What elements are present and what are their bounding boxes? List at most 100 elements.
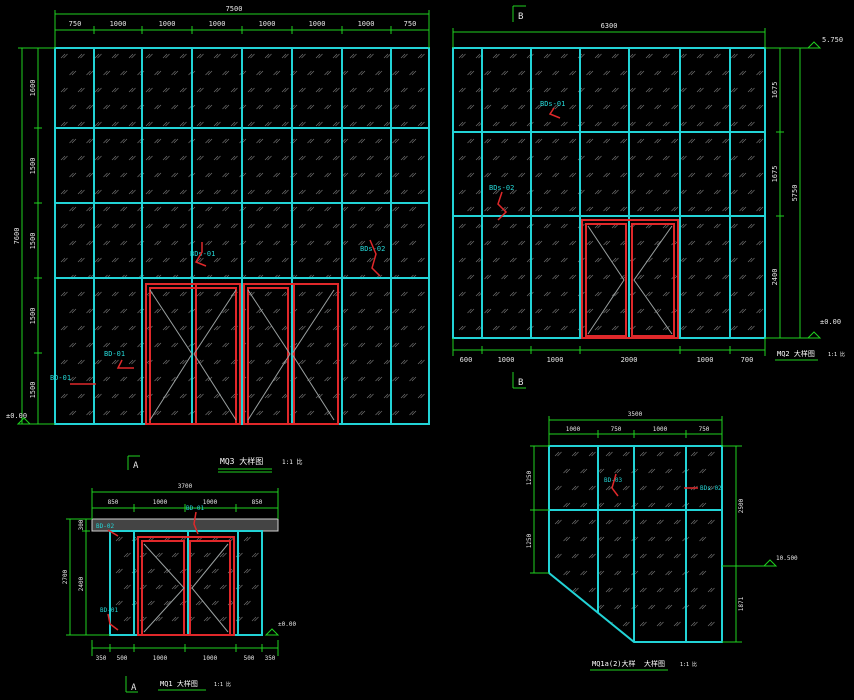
glass-hatch-mark bbox=[335, 155, 340, 161]
glass-hatch-mark bbox=[147, 568, 153, 574]
glass-hatch-mark bbox=[713, 87, 719, 93]
glass-hatch-mark bbox=[258, 240, 264, 246]
glass-hatch-mark bbox=[366, 189, 372, 195]
glass-hatch-mark bbox=[301, 359, 306, 365]
glass-hatch-mark bbox=[77, 53, 83, 59]
glass-hatch-mark bbox=[369, 393, 374, 399]
mq3-title-block: A MQ3 大样图 1:1 比 bbox=[127, 455, 302, 473]
glass-hatch-mark bbox=[301, 325, 306, 331]
glass-hatch-mark bbox=[111, 53, 117, 59]
glass-hatch-mark bbox=[63, 189, 68, 195]
glass-hatch-mark bbox=[213, 223, 219, 229]
glass-hatch-mark bbox=[392, 410, 397, 416]
glass-hatch-mark bbox=[216, 223, 221, 229]
glass-hatch-mark bbox=[315, 121, 321, 127]
glass-hatch-mark bbox=[213, 121, 219, 127]
glass-hatch-mark bbox=[216, 359, 221, 365]
glass-hatch-mark bbox=[349, 121, 355, 127]
glass-hatch-mark bbox=[165, 257, 170, 263]
mq1-bottom-dim: 1000 bbox=[153, 655, 168, 662]
glass-hatch-mark bbox=[501, 240, 506, 246]
glass-hatch-mark bbox=[156, 206, 162, 212]
glass-hatch-mark bbox=[710, 519, 715, 525]
glass-hatch-mark bbox=[475, 325, 481, 331]
glass-hatch-mark bbox=[349, 189, 355, 195]
glass-hatch-mark bbox=[203, 584, 209, 590]
glass-hatch-mark bbox=[417, 257, 423, 263]
mq1-tag: BD-01 bbox=[100, 607, 118, 614]
glass-hatch-mark bbox=[467, 172, 472, 178]
glass-hatch-mark bbox=[571, 553, 577, 559]
glass-hatch-mark bbox=[591, 553, 596, 559]
glass-hatch-mark bbox=[224, 206, 230, 212]
glass-hatch-mark bbox=[750, 291, 755, 297]
glass-hatch-mark bbox=[343, 206, 349, 212]
glass-hatch-mark bbox=[392, 240, 397, 246]
glass-hatch-mark bbox=[216, 121, 221, 127]
glass-hatch-mark bbox=[707, 519, 713, 525]
glass-hatch-mark bbox=[375, 172, 380, 178]
glass-hatch-mark bbox=[552, 206, 557, 212]
glass-hatch-mark bbox=[213, 257, 219, 263]
glass-hatch-mark bbox=[377, 138, 383, 144]
glass-hatch-mark bbox=[349, 257, 355, 263]
glass-hatch-mark bbox=[386, 87, 391, 93]
glass-hatch-mark bbox=[560, 325, 566, 331]
glass-hatch-mark bbox=[656, 172, 662, 178]
glass-hatch-mark bbox=[392, 70, 397, 76]
glass-hatch-mark bbox=[275, 342, 281, 348]
glass-hatch-mark bbox=[722, 206, 727, 212]
glass-hatch-mark bbox=[563, 189, 568, 195]
glass-hatch-mark bbox=[724, 70, 730, 76]
glass-hatch-mark bbox=[60, 393, 66, 399]
glass-hatch-mark bbox=[690, 206, 696, 212]
glass-hatch-mark bbox=[546, 53, 551, 59]
glass-hatch-mark bbox=[118, 568, 123, 574]
glass-hatch-mark bbox=[696, 121, 702, 127]
mq1a-col-dim: 750 bbox=[611, 426, 622, 433]
glass-hatch-mark bbox=[554, 485, 560, 491]
glass-hatch-mark bbox=[165, 155, 170, 161]
glass-hatch-mark bbox=[411, 138, 417, 144]
glass-hatch-mark bbox=[631, 189, 636, 195]
glass-hatch-mark bbox=[173, 308, 179, 314]
glass-hatch-mark bbox=[205, 172, 210, 178]
glass-hatch-mark bbox=[458, 223, 464, 229]
glass-hatch-mark bbox=[258, 206, 264, 212]
glass-hatch-mark bbox=[639, 451, 645, 457]
glass-hatch-mark bbox=[458, 257, 464, 263]
glass-hatch-mark bbox=[682, 53, 687, 59]
glass-hatch-mark bbox=[238, 552, 243, 558]
glass-hatch-mark bbox=[707, 138, 713, 144]
glass-hatch-mark bbox=[243, 536, 249, 542]
glass-hatch-mark bbox=[360, 376, 366, 382]
glass-hatch-mark bbox=[580, 189, 585, 195]
glass-hatch-mark bbox=[739, 70, 744, 76]
glass-hatch-mark bbox=[298, 53, 304, 59]
glass-hatch-mark bbox=[307, 138, 312, 144]
glass-hatch-mark bbox=[713, 223, 719, 229]
glass-hatch-mark bbox=[77, 325, 83, 331]
glass-hatch-mark bbox=[309, 342, 315, 348]
glass-hatch-mark bbox=[484, 240, 489, 246]
glass-hatch-mark bbox=[273, 410, 278, 416]
glass-hatch-mark bbox=[251, 616, 257, 622]
glass-hatch-mark bbox=[366, 257, 372, 263]
glass-hatch-mark bbox=[563, 325, 568, 331]
glass-hatch-mark bbox=[77, 393, 83, 399]
glass-hatch-mark bbox=[366, 291, 372, 297]
glass-hatch-mark bbox=[495, 257, 500, 263]
glass-hatch-mark bbox=[324, 240, 329, 246]
glass-hatch-mark bbox=[512, 155, 517, 161]
glass-hatch-mark bbox=[696, 257, 702, 263]
glass-hatch-mark bbox=[199, 291, 204, 297]
glass-hatch-mark bbox=[565, 536, 571, 542]
glass-hatch-mark bbox=[332, 359, 338, 365]
glass-hatch-mark bbox=[369, 121, 374, 127]
glass-hatch-mark bbox=[690, 240, 696, 246]
glass-hatch-mark bbox=[377, 172, 383, 178]
glass-hatch-mark bbox=[724, 172, 730, 178]
glass-hatch-mark bbox=[656, 519, 662, 525]
glass-hatch-mark bbox=[571, 274, 577, 280]
glass-hatch-mark bbox=[616, 536, 622, 542]
